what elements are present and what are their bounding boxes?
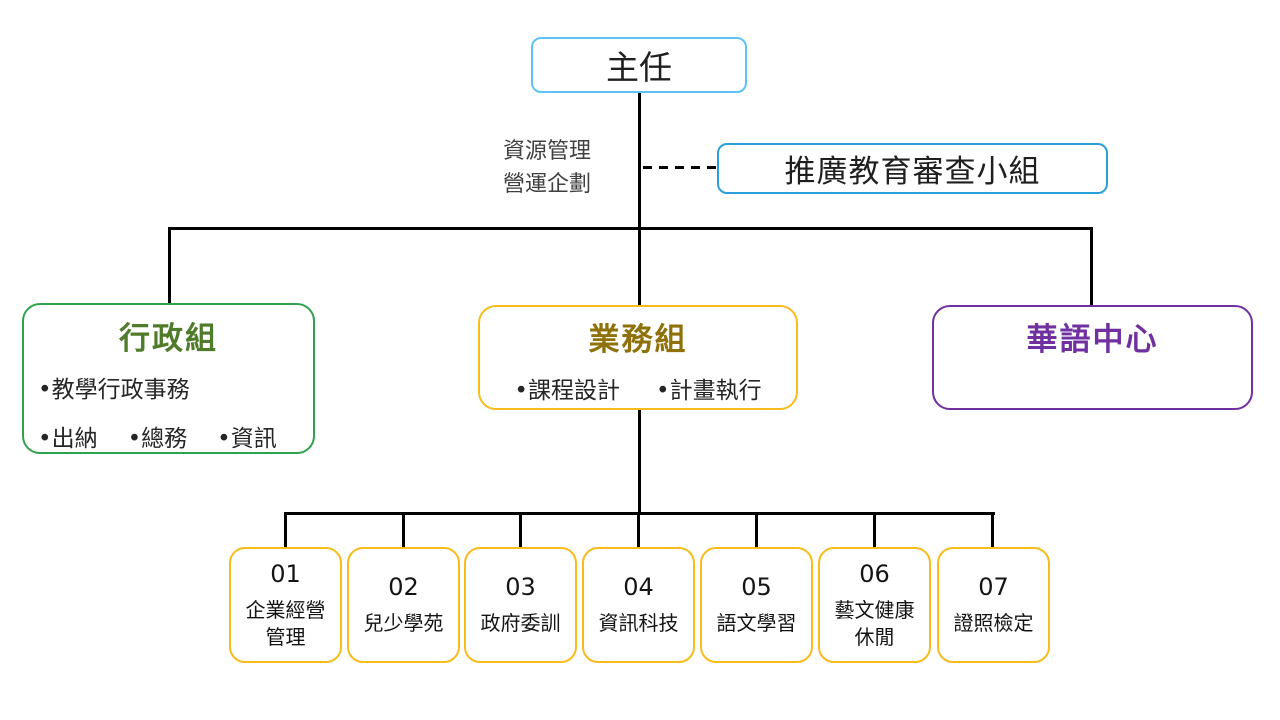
node-program-03: 03 政府委訓: [464, 547, 577, 663]
connector-drop-admin: [168, 227, 171, 305]
program-number: 07: [978, 573, 1009, 601]
node-business-dept: 業務組 •課程設計 •計畫執行: [478, 305, 798, 410]
node-program-04: 04 資訊科技: [582, 547, 695, 663]
program-number: 03: [505, 573, 536, 601]
connector-business-trunk: [638, 409, 641, 515]
staff-function-label: 資源管理 營運企劃: [503, 135, 625, 201]
bullet-item: •總務: [127, 426, 188, 452]
node-program-05: 05 語文學習: [700, 547, 813, 663]
connector-drop-chinese: [1090, 227, 1093, 307]
bullet-item: •課程設計: [514, 378, 620, 404]
program-name-line: 企業經營: [245, 597, 326, 622]
program-number: 02: [388, 573, 419, 601]
node-review-committee: 推廣教育審查小組: [717, 143, 1108, 194]
program-name-line: 資訊科技: [598, 611, 679, 635]
program-number: 04: [623, 573, 654, 601]
program-name-line: 兒少學苑: [363, 611, 444, 635]
connector-drop-program-05: [755, 512, 758, 549]
node-program-06: 06 藝文健康 休閒: [818, 547, 931, 663]
connector-drop-program-06: [873, 512, 876, 549]
node-admin-dept: 行政組 •教學行政事務 •出納 •總務 •資訊: [22, 303, 315, 454]
admin-bullets-row2: •出納 •總務 •資訊: [38, 419, 313, 453]
admin-dept-title: 行政組: [119, 321, 218, 357]
program-number: 01: [270, 559, 301, 588]
business-dept-title: 業務組: [588, 322, 688, 358]
bullet-item: •計畫執行: [656, 378, 762, 404]
node-program-07: 07 證照檢定: [937, 547, 1050, 663]
program-name-line: 休閒: [854, 624, 895, 649]
program-name: 藝文健康 休閒: [835, 597, 915, 651]
program-number: 06: [859, 559, 890, 588]
connector-drop-program-02: [402, 512, 405, 549]
connector-drop-program-04: [637, 512, 640, 549]
business-bullets-row: •課程設計 •計畫執行: [480, 371, 796, 405]
program-name: 企業經營 管理: [246, 597, 326, 651]
admin-bullets-row1: •教學行政事務: [38, 370, 313, 404]
bullet-item: •出納: [38, 426, 98, 452]
chinese-center-title: 華語中心: [1026, 322, 1159, 358]
program-name: 語文學習: [717, 610, 797, 637]
review-committee-label: 推廣教育審查小組: [784, 154, 1041, 190]
bullet-item: •教學行政事務: [38, 377, 190, 403]
program-number: 05: [741, 573, 772, 601]
connector-director-trunk: [638, 93, 641, 305]
node-program-02: 02 兒少學苑: [347, 547, 460, 663]
connector-level1-horizontal: [168, 227, 1093, 230]
program-name-line: 藝文健康: [834, 597, 915, 622]
program-name: 兒少學苑: [364, 610, 444, 637]
program-name-line: 政府委訓: [480, 611, 561, 635]
director-label: 主任: [606, 48, 672, 87]
node-program-01: 01 企業經營 管理: [229, 547, 342, 663]
program-name-line: 證照檢定: [953, 611, 1034, 635]
program-name: 資訊科技: [599, 610, 679, 637]
program-name-line: 語文學習: [716, 611, 797, 635]
connector-drop-program-01: [284, 512, 287, 549]
program-name: 政府委訓: [481, 610, 561, 637]
connector-review-dashed: [643, 166, 717, 169]
program-name: 證照檢定: [954, 610, 1034, 637]
connector-drop-program-03: [519, 512, 522, 549]
connector-drop-program-07: [991, 512, 994, 549]
bullet-item: •資訊: [217, 426, 277, 452]
staff-label-line2: 營運企劃: [503, 172, 592, 197]
staff-label-line1: 資源管理: [503, 139, 592, 164]
program-name-line: 管理: [265, 624, 306, 649]
node-director: 主任: [531, 37, 747, 93]
node-chinese-center: 華語中心: [932, 305, 1253, 410]
